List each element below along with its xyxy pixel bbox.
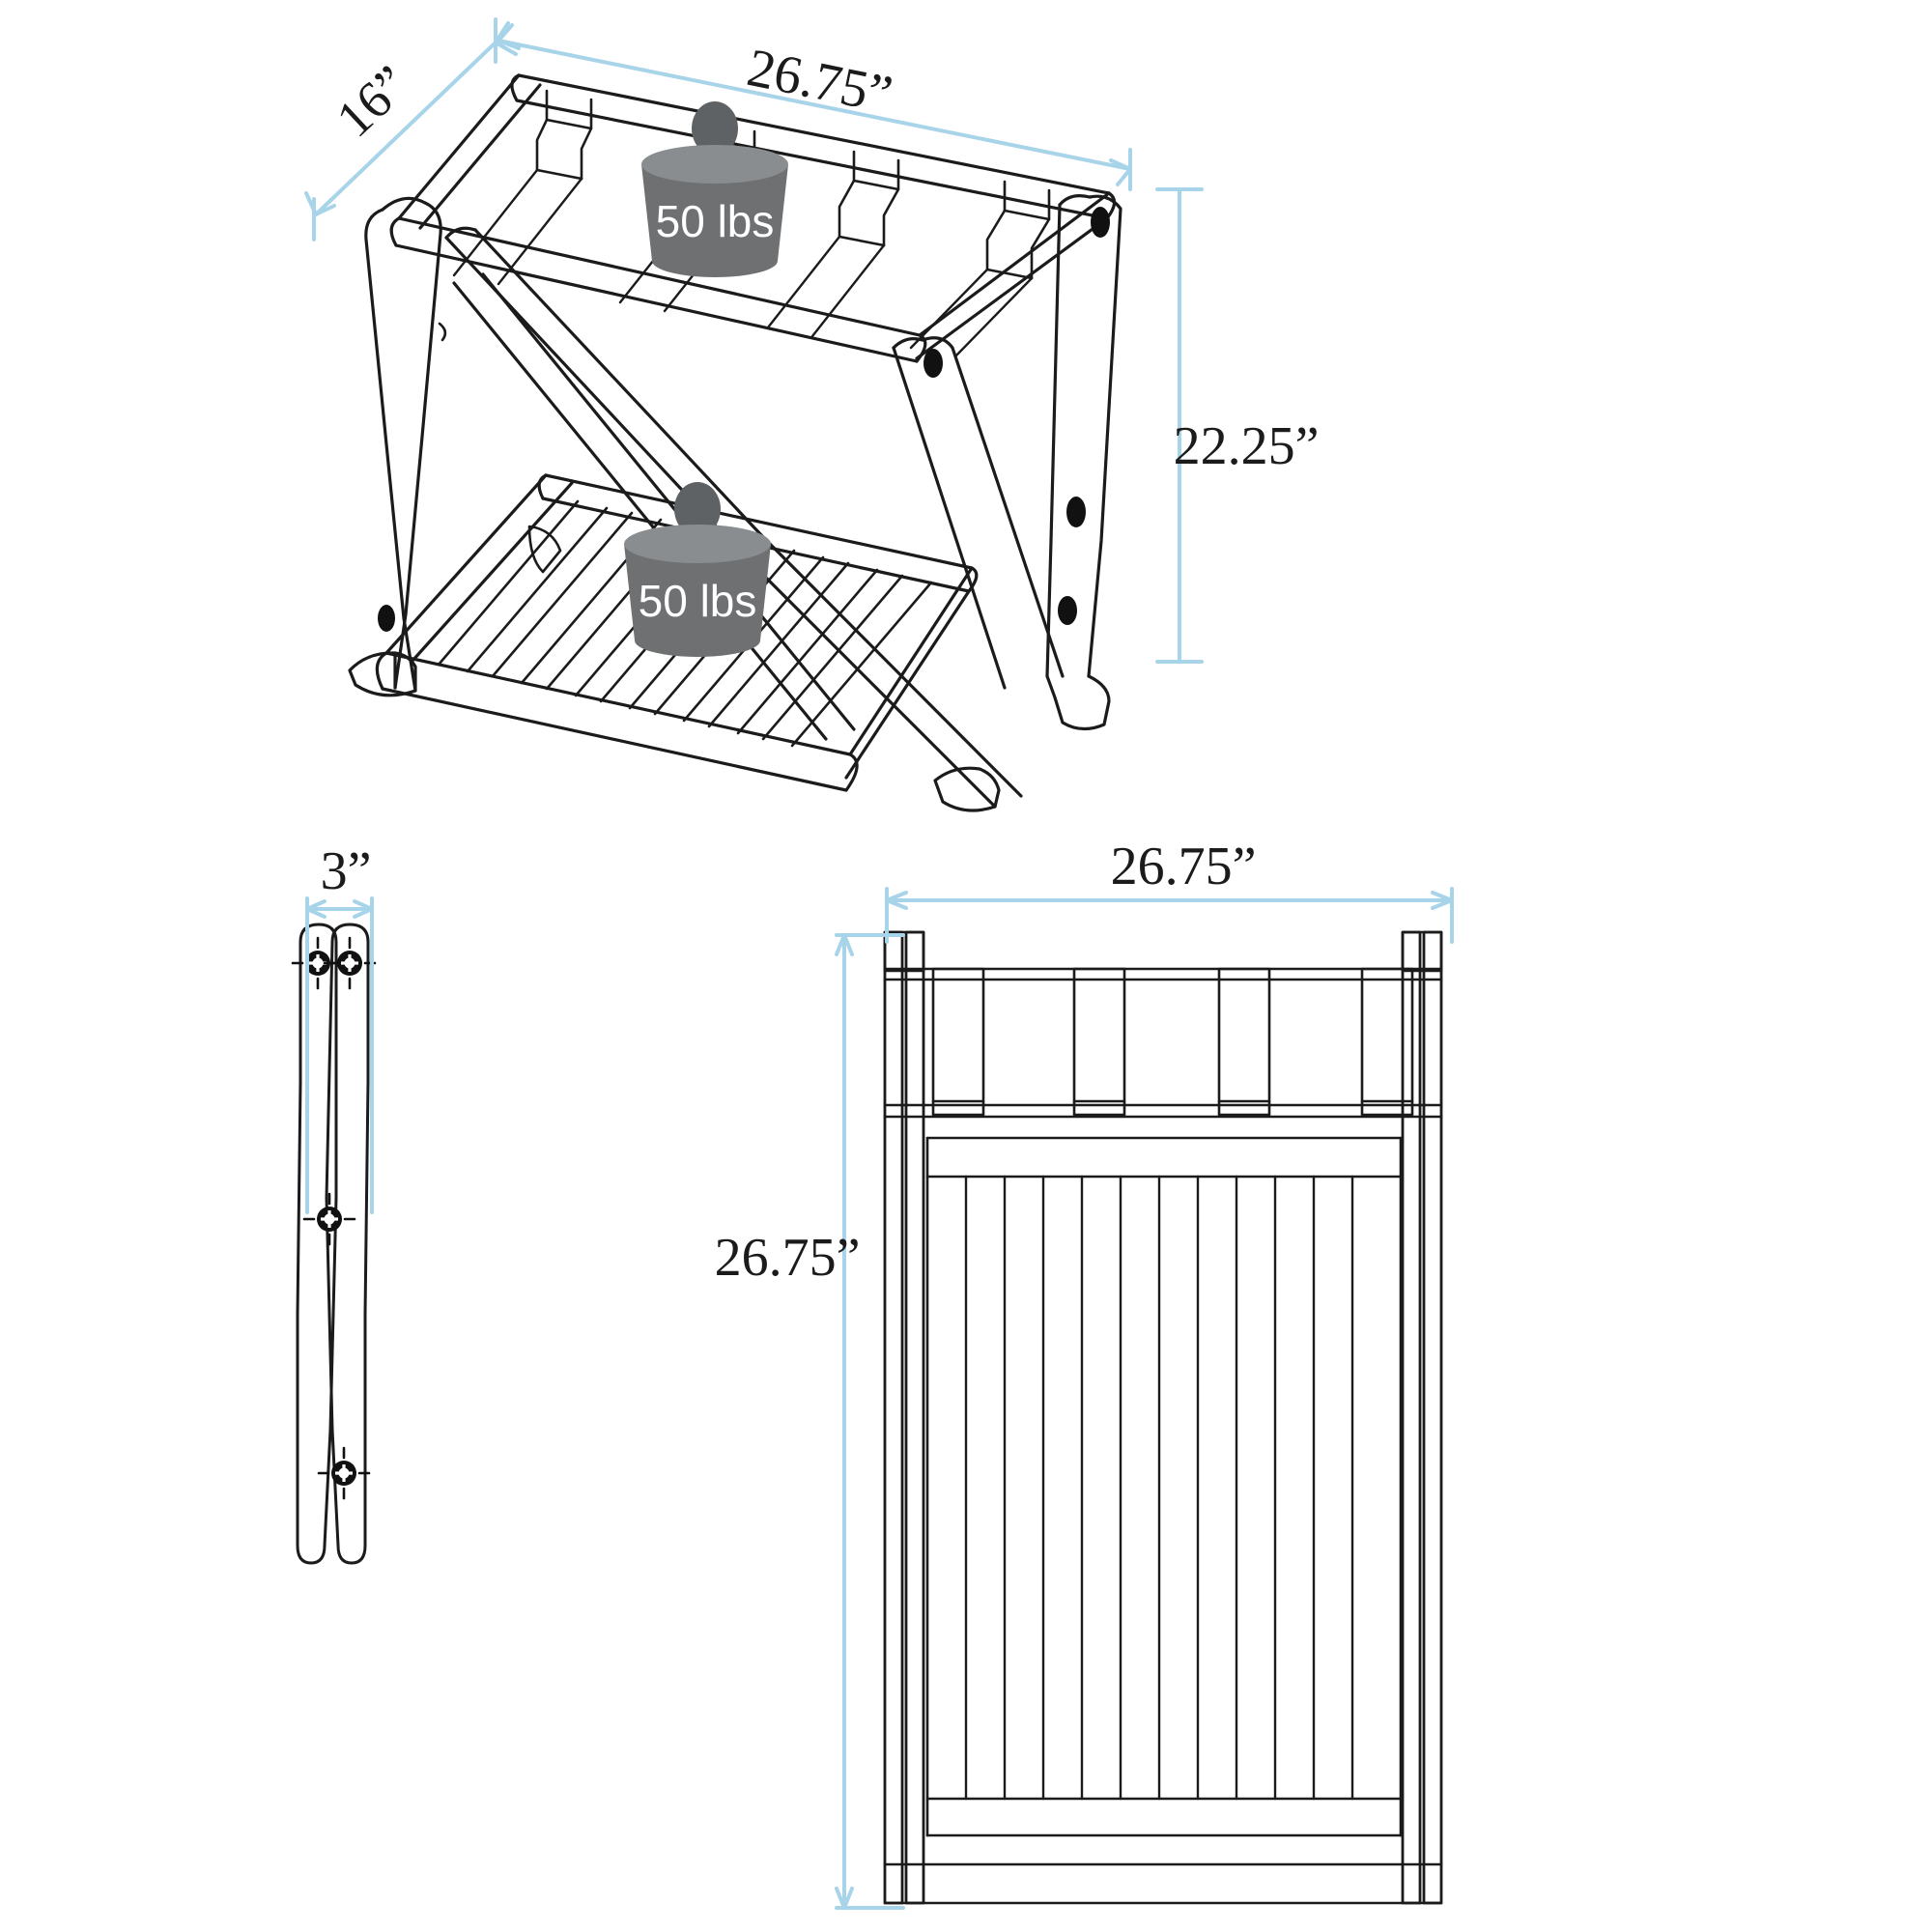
- weight-knob-icon: [692, 101, 738, 156]
- iso-shelf-bracket-left: [527, 525, 562, 574]
- iso-left-front-leg: [348, 196, 442, 697]
- weight-label-lower: 50 lbs: [639, 576, 757, 626]
- dim-iso-height-line: [1155, 187, 1204, 664]
- iso-right-rear-foot: [933, 766, 1001, 812]
- weight-bottom-ellipse: [635, 624, 760, 657]
- weight-bottom-ellipse: [652, 244, 778, 277]
- dim-iso-depth-line: [304, 17, 518, 242]
- iso-x-brace-right: [892, 336, 1065, 690]
- iso-pivot-hole-front-left: [378, 605, 395, 632]
- iso-pivot-hole-mid-right: [1066, 497, 1086, 527]
- iso-top-side-rails: [397, 73, 1111, 360]
- dim-label-iso-height: 22.25”: [1174, 416, 1320, 476]
- front-view-lower-shelf: [925, 1136, 1403, 1837]
- weight-knob-icon: [674, 482, 721, 536]
- weight-top-ellipse: [624, 525, 771, 563]
- weight-body-icon: [624, 544, 771, 640]
- dim-label-iso-depth: 16”: [326, 54, 420, 148]
- dim-label-front-height: 26.75”: [715, 1228, 861, 1288]
- dim-folded-width-line: [305, 896, 374, 1214]
- dim-label-iso-width: 26.75”: [742, 38, 896, 126]
- weight-body-icon: [641, 164, 788, 261]
- iso-left-leg-notch: [438, 322, 447, 342]
- dim-iso-width-line: [497, 23, 1132, 191]
- dim-label-folded-width: 3”: [321, 841, 372, 901]
- folded-view-leg-a: [296, 923, 338, 1565]
- iso-pivot-hole-front-right: [923, 349, 943, 378]
- dim-label-front-width: 26.75”: [1111, 837, 1257, 896]
- weight-label-upper: 50 lbs: [656, 196, 775, 246]
- dim-front-width-line: [885, 887, 1454, 944]
- dim-front-height-line: [835, 933, 905, 1910]
- folded-view-leg-b: [325, 923, 370, 1565]
- front-view-top-blocks: [883, 930, 1443, 973]
- front-view-bottom-rail: [883, 1862, 1443, 1905]
- iso-pivot-hole-low-right: [1058, 596, 1077, 625]
- front-view-shelf-slats: [964, 1175, 1354, 1801]
- front-view-webbing-straps: [931, 967, 1414, 1117]
- iso-pivot-hole-top-right: [1091, 207, 1110, 238]
- weight-top-ellipse: [641, 145, 788, 184]
